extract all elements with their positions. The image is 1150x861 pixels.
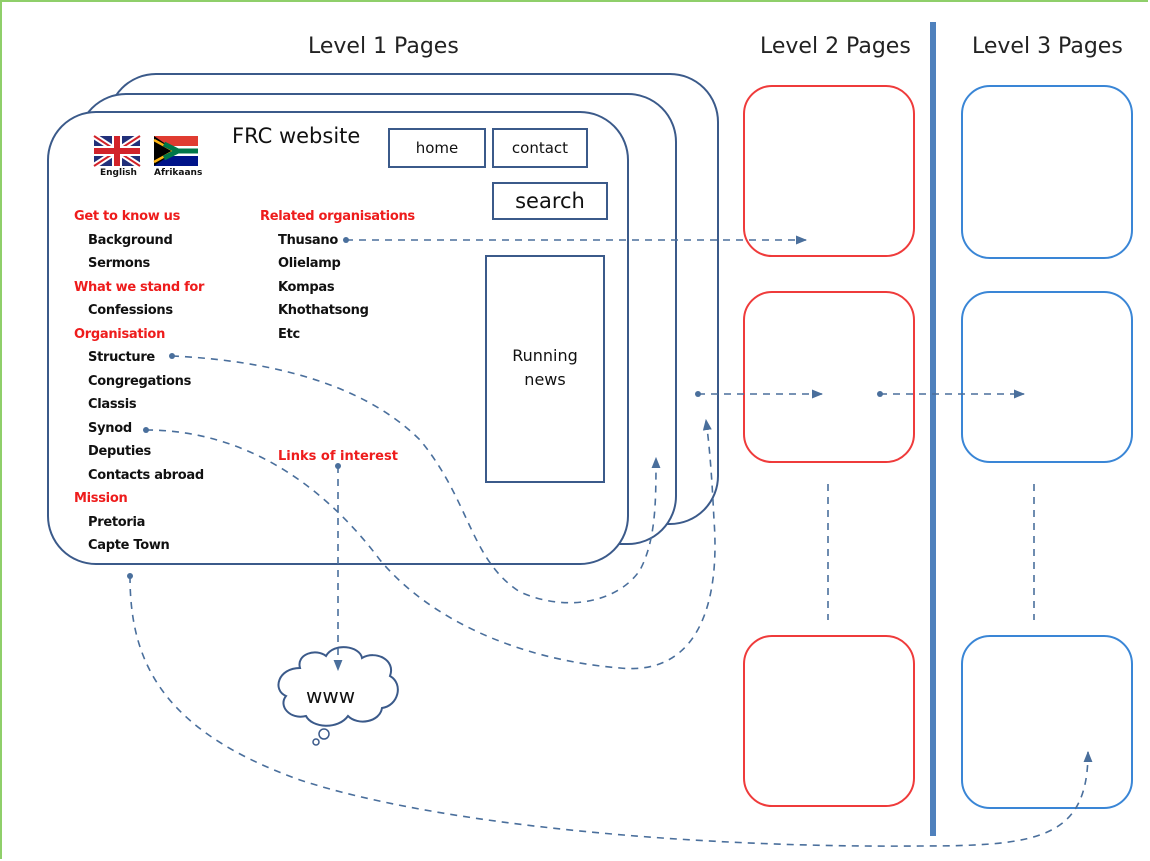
arrow-captetown-to-level3 — [129, 575, 1093, 847]
level3-page-box-1 — [961, 85, 1133, 259]
menu-heading[interactable]: Get to know us — [74, 209, 181, 224]
menu-item[interactable]: Deputies — [88, 444, 151, 459]
menu-heading[interactable]: Mission — [74, 491, 128, 506]
arrow-synod-to-frame — [145, 418, 716, 670]
level1-pages-title: Level 1 Pages — [308, 34, 459, 59]
menu-item[interactable]: Thusano — [278, 232, 338, 248]
menu-item[interactable]: Capte Town — [88, 538, 170, 553]
afrikaans-flag-icon[interactable] — [153, 132, 198, 166]
links-of-interest-label[interactable]: Links of interest — [278, 449, 398, 464]
contact-button[interactable]: contact — [492, 128, 588, 168]
level2-page-box-2 — [743, 291, 915, 463]
menu-item[interactable]: Kompas — [278, 279, 335, 295]
level3-page-box-2 — [961, 291, 1133, 463]
menu-item[interactable]: Structure — [88, 350, 155, 365]
menu-item[interactable]: Contacts abroad — [88, 467, 204, 483]
running-news-box — [485, 255, 605, 483]
connector-dot-synod — [143, 427, 149, 433]
running-news-label: Running news — [512, 346, 578, 389]
menu-item[interactable]: Classis — [88, 397, 137, 412]
afrikaans-language-label[interactable]: Afrikaans — [154, 168, 203, 178]
level3-pages-title: Level 3 Pages — [972, 34, 1123, 59]
www-cloud-label: www — [306, 684, 356, 708]
english-language-label[interactable]: English — [100, 168, 137, 178]
connector-dot-frame — [695, 391, 701, 397]
connector-dot-structure — [169, 353, 175, 359]
menu-heading[interactable]: Related organisations — [260, 209, 415, 224]
cloud-tail-small — [312, 738, 320, 746]
cloud-tail-large — [318, 728, 330, 740]
menu-item[interactable]: Confessions — [88, 303, 173, 318]
level2-page-box-1 — [743, 85, 915, 257]
english-flag-icon[interactable] — [92, 133, 142, 169]
menu-item[interactable]: Khothatsong — [278, 303, 369, 318]
connector-dot-links — [335, 463, 341, 469]
menu-item[interactable]: Congregations — [88, 373, 192, 389]
menu-heading[interactable]: Organisation — [74, 326, 166, 342]
connector-dot-level2 — [877, 391, 883, 397]
level3-page-box-3 — [961, 635, 1133, 809]
level2-page-box-3 — [743, 635, 915, 807]
connector-dot-captetown — [127, 573, 133, 579]
menu-item[interactable]: Sermons — [88, 256, 150, 271]
home-button[interactable]: home — [388, 128, 486, 168]
search-button[interactable]: search — [492, 182, 608, 220]
menu-item[interactable]: Pretoria — [88, 514, 146, 530]
menu-item[interactable]: Synod — [88, 420, 132, 436]
menu-item[interactable]: Etc — [278, 326, 300, 342]
site-title: FRC website — [232, 124, 361, 148]
menu-item[interactable]: Olielamp — [278, 256, 341, 271]
level2-pages-title: Level 2 Pages — [760, 34, 911, 59]
connector-dot-thusano — [343, 237, 349, 243]
menu-heading[interactable]: What we stand for — [74, 279, 205, 295]
menu-item[interactable]: Background — [88, 232, 173, 248]
www-cloud-shape[interactable] — [277, 646, 399, 727]
